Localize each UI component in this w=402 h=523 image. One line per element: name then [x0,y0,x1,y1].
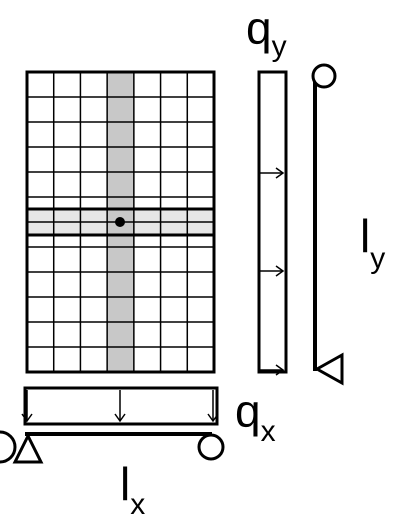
qy-label-sub: y [272,30,287,63]
x-beam [0,430,225,464]
ly-label-main: l [360,210,370,262]
x-strip-load [21,386,219,426]
qx-arrow [207,390,219,423]
plate-outline [25,70,216,374]
qx-load-box [23,386,219,426]
center-point [115,217,125,227]
pin-support-icon [313,352,344,386]
roller-support-icon [311,63,337,89]
lx-label-main: l [120,458,130,510]
qx-label-sub: x [261,415,276,448]
qx-label: qx [235,385,276,448]
qy-label-main: q [246,2,272,54]
qy-arrow [259,265,285,277]
roller-support-icon [197,433,225,461]
qx-arrow [114,390,126,423]
qx-label-main: q [235,385,261,437]
pin-support-icon [12,432,44,464]
partial-support-icon [0,430,17,464]
qy-arrow [259,364,285,376]
ly-label-sub: y [370,242,385,275]
y-beam [311,63,344,386]
plate-grid [25,70,216,374]
lx-label-sub: x [130,488,145,521]
ly-label: ly [360,210,385,275]
qy-label: qy [246,2,287,63]
qy-arrow [259,167,285,179]
qy-load-box [257,70,288,374]
qx-arrow [21,390,33,423]
y-strip-load [257,70,288,376]
lx-label: lx [120,458,145,521]
